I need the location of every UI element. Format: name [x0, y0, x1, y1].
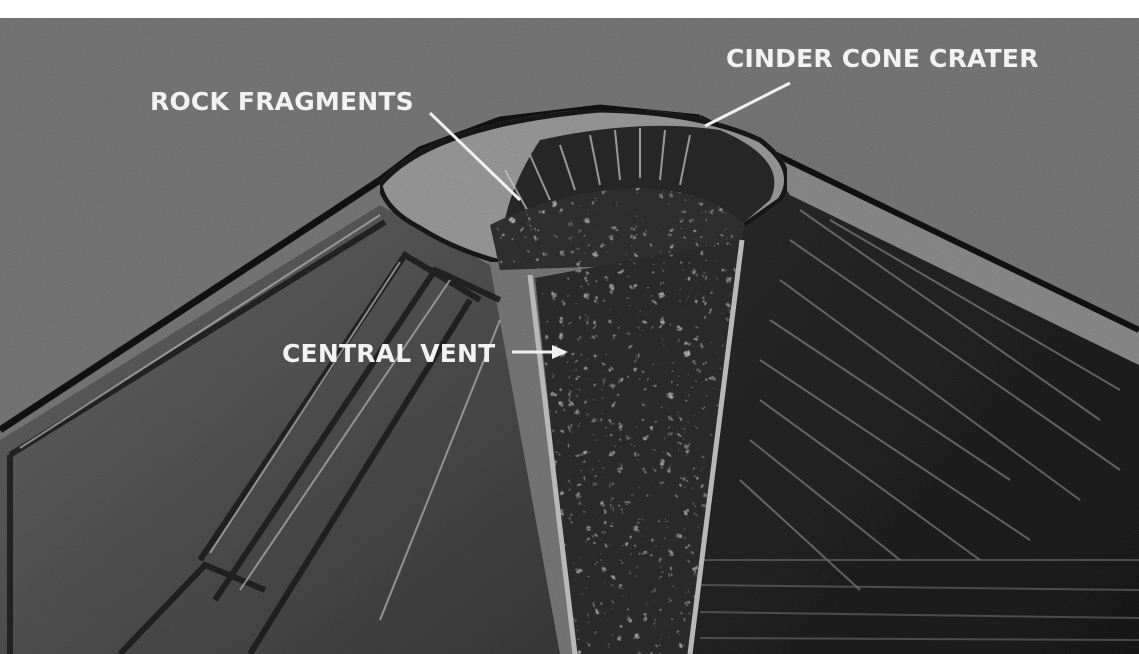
label-central-vent: CENTRAL VENT: [282, 339, 495, 368]
label-cinder-cone-crater: CINDER CONE CRATER: [726, 44, 1039, 73]
label-rock-fragments: ROCK FRAGMENTS: [150, 87, 414, 116]
